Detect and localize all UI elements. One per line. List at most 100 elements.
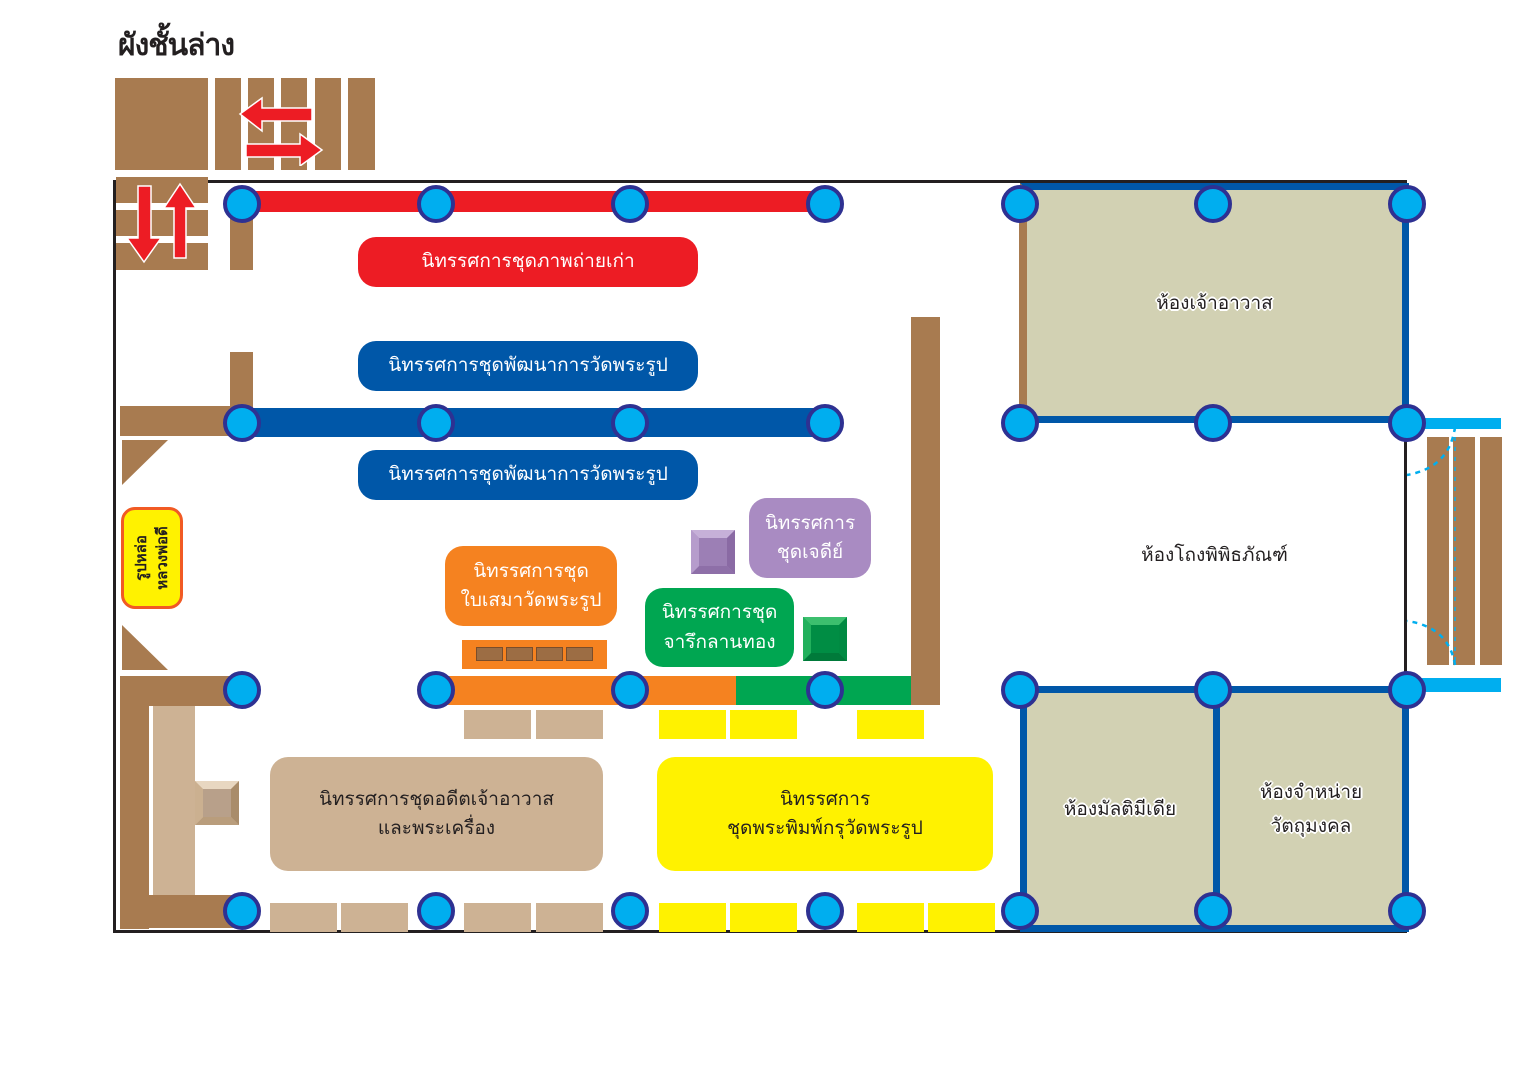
pillar-icon — [611, 892, 649, 930]
room-museum-hall-label: ห้องโถงพิพิธภัณฑ์ — [1141, 544, 1288, 566]
exhibit-former-abbots-line1: นิทรรศการชุดอดีตเจ้าอาวาส — [319, 787, 554, 810]
stair-step — [315, 78, 341, 170]
pillar-icon — [611, 671, 649, 709]
altar-platform — [153, 706, 195, 895]
room-museum-hall[interactable]: ห้องโถงพิพิธภัณฑ์ — [1020, 436, 1409, 674]
pillar-icon — [223, 185, 261, 223]
exhibit-sema-line2: ใบเสมาวัดพระรูป — [460, 589, 602, 611]
entrance-wall — [1409, 678, 1501, 692]
exhibit-former-abbots[interactable]: นิทรรศการชุดอดีตเจ้าอาวาส และพระเครื่อง — [270, 757, 603, 871]
room-souvenir[interactable]: ห้องจำหน่าย วัตถุมงคล — [1213, 686, 1409, 932]
pillar-icon — [1194, 185, 1232, 223]
display-case — [341, 903, 408, 932]
pillar-icon — [611, 185, 649, 223]
entrance-step — [1453, 437, 1475, 665]
room-souvenir-line1: ห้องจำหน่าย — [1259, 780, 1363, 803]
pillar-icon — [417, 404, 455, 442]
stair-step — [215, 78, 241, 170]
pillar-icon — [223, 892, 261, 930]
pillar-icon — [806, 671, 844, 709]
exhibit-amulets-line1: นิทรรศการ — [779, 787, 871, 810]
arrow-up-icon — [162, 182, 196, 259]
floor-plan-title: ผังชั้นล่าง — [118, 28, 235, 63]
sema-stone — [536, 647, 563, 661]
exhibit-gold-inscription[interactable]: นิทรรศการชุด จารึกลานทอง — [645, 588, 794, 667]
blue-exhibit-wall — [242, 408, 827, 437]
entrance-step — [1480, 437, 1502, 665]
wall — [120, 406, 242, 436]
display-case — [857, 903, 924, 932]
pillar-icon — [1001, 671, 1039, 709]
stair-step — [348, 78, 375, 170]
stair-step — [116, 210, 208, 236]
room-abbot-label: ห้องเจ้าอาวาส — [1156, 291, 1273, 314]
statue-label-line2: หลวงพ่อดี — [153, 526, 171, 590]
display-case — [730, 710, 797, 739]
exhibit-amulets-line2: ชุดพระพิมพ์กรุวัดพระรูป — [727, 817, 923, 839]
pillar-icon — [806, 404, 844, 442]
pillar-icon — [806, 185, 844, 223]
gold-inscription-display-case-icon — [803, 617, 847, 661]
pillar-icon — [611, 404, 649, 442]
statue-label[interactable]: รูปหล่อ หลวงพ่อดี — [121, 507, 183, 609]
exhibit-sema[interactable]: นิทรรศการชุด ใบเสมาวัดพระรูป — [445, 546, 617, 626]
exhibit-chedi-line2: ชุดเจดีย์ — [776, 541, 844, 563]
wall-corner — [122, 625, 168, 670]
pillar-icon — [1388, 404, 1426, 442]
room-multimedia-label: ห้องมัลติมีเดีย — [1063, 797, 1177, 820]
exhibit-old-photos[interactable]: นิทรรศการชุดภาพถ่ายเก่า — [358, 237, 698, 287]
arrow-left-icon — [238, 96, 313, 133]
pillar-icon — [1001, 404, 1039, 442]
stair-landing — [115, 78, 208, 170]
exhibit-gold-inscription-line2: จารึกลานทอง — [663, 630, 776, 653]
stair-step — [116, 243, 208, 270]
pillar-icon — [1001, 892, 1039, 930]
entrance-step — [1427, 437, 1449, 665]
wall — [120, 895, 242, 928]
display-case — [464, 903, 531, 932]
wall — [120, 676, 149, 929]
sema-stone — [566, 647, 593, 661]
pillar-icon — [1001, 185, 1039, 223]
entrance-wall — [1409, 418, 1501, 429]
pillar-icon — [417, 185, 455, 223]
display-case — [536, 903, 603, 932]
exhibit-gold-inscription-line1: นิทรรศการชุด — [661, 601, 778, 624]
display-case — [464, 710, 531, 739]
display-case — [730, 903, 797, 932]
pillar-icon — [1194, 892, 1232, 930]
wall-corner — [122, 440, 168, 485]
sema-stone — [476, 647, 503, 661]
pillar-icon — [1388, 892, 1426, 930]
display-case — [659, 903, 726, 932]
room-souvenir-line2: วัตถุมงคล — [1270, 815, 1352, 837]
pillar-icon — [1388, 185, 1426, 223]
display-case — [659, 710, 726, 739]
pillar-icon — [223, 671, 261, 709]
pillar-icon — [1388, 671, 1426, 709]
display-case — [928, 903, 995, 932]
wall — [911, 317, 940, 705]
exhibit-amulets[interactable]: นิทรรศการ ชุดพระพิมพ์กรุวัดพระรูป — [657, 757, 993, 871]
door-swing-icon — [1406, 426, 1457, 666]
exhibit-development-2[interactable]: นิทรรศการชุดพัฒนาการวัดพระรูป — [358, 450, 698, 500]
display-case — [857, 710, 924, 739]
pillar-icon — [417, 892, 455, 930]
display-case — [270, 903, 337, 932]
room-abbot[interactable]: ห้องเจ้าอาวาส — [1020, 183, 1409, 423]
exhibit-development-1[interactable]: นิทรรศการชุดพัฒนาการวัดพระรูป — [358, 341, 698, 391]
room-multimedia[interactable]: ห้องมัลติมีเดีย — [1020, 686, 1220, 932]
pillar-icon — [1194, 404, 1232, 442]
pillar-icon — [417, 671, 455, 709]
display-case — [536, 710, 603, 739]
sema-stone — [506, 647, 533, 661]
exhibit-former-abbots-line2: และพระเครื่อง — [377, 817, 496, 839]
red-exhibit-wall — [242, 191, 827, 212]
stair-step — [116, 177, 208, 203]
pillar-icon — [223, 404, 261, 442]
pillar-icon — [1194, 671, 1232, 709]
arrow-down-icon — [126, 185, 163, 264]
statue-label-line1: รูปหล่อ — [132, 535, 150, 581]
exhibit-chedi[interactable]: นิทรรศการ ชุดเจดีย์ — [749, 498, 871, 578]
pillar-icon — [806, 892, 844, 930]
